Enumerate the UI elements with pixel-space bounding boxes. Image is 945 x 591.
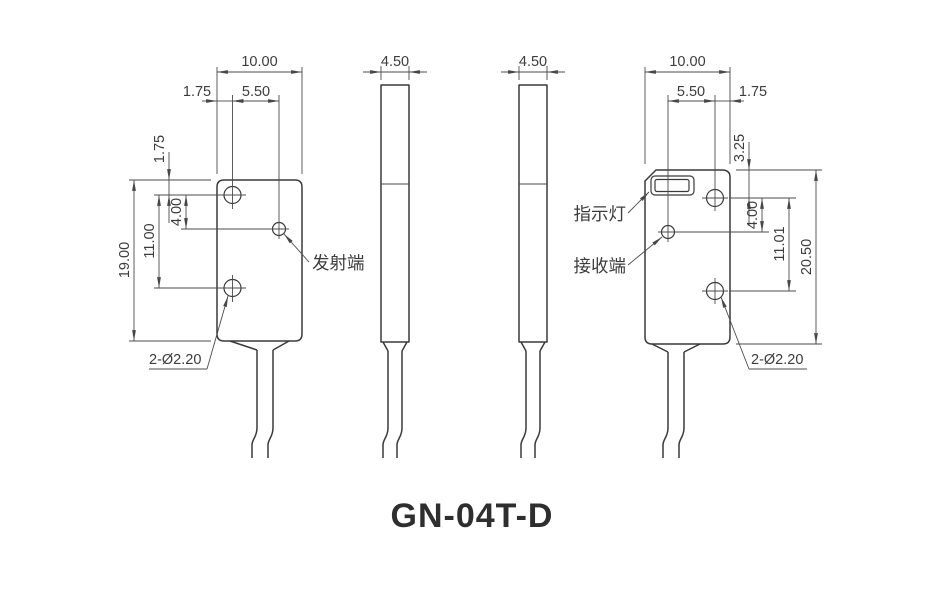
dim-receiver-hole-span: 11.01 <box>772 226 788 261</box>
dim-emitter-top-hole: 1.75 <box>152 135 168 163</box>
dim-side-left-width: 4.50 <box>381 54 409 70</box>
dim-receiver-holes-callout: 2-Ø2.20 <box>751 352 803 368</box>
dim-emitter-lens-offset: 5.50 <box>242 84 270 100</box>
led-indicator <box>650 175 695 196</box>
receiver-body-outline <box>644 169 731 345</box>
receiver-front-view: 10.00 5.50 1.75 3.25 4.00 11.01 20.50 2-… <box>574 54 822 458</box>
side-right-body-outline <box>518 84 548 343</box>
dim-side-right-width: 4.50 <box>519 54 547 70</box>
side-left-body-outline <box>380 84 410 343</box>
dim-emitter-holes-callout: 2-Ø2.20 <box>149 352 201 368</box>
emitter-body-outline <box>216 179 303 342</box>
dim-receiver-top-hole: 3.25 <box>732 134 748 162</box>
emitter-features <box>219 182 289 302</box>
dim-emitter-width: 10.00 <box>241 54 277 70</box>
emitter-label: 发射端 <box>312 253 365 273</box>
dim-receiver-lens-offset: 5.50 <box>677 84 705 100</box>
dim-emitter-height: 19.00 <box>117 242 133 278</box>
led-label: 指示灯 <box>574 204 627 224</box>
side-view-right: 4.50 <box>501 54 565 458</box>
receiver-label: 接收端 <box>574 256 627 276</box>
side-left-dimension-lines <box>363 66 427 80</box>
receiver-dimension-lines <box>627 67 822 370</box>
side-right-cable <box>520 341 546 458</box>
receiver-features <box>658 185 728 304</box>
dim-receiver-height: 20.50 <box>799 239 815 275</box>
receiver-cable <box>651 343 701 458</box>
dim-receiver-width: 10.00 <box>669 54 705 70</box>
emitter-cable <box>229 340 290 458</box>
dim-receiver-hole-offset: 1.75 <box>739 84 767 100</box>
emitter-front-view: 10.00 1.75 5.50 1.75 4.00 11.00 19.00 2-… <box>117 54 365 458</box>
side-left-cable <box>382 341 408 458</box>
side-right-dimension-lines <box>501 66 565 80</box>
dim-emitter-lens-drop: 4.00 <box>169 198 185 226</box>
emitter-dimension-lines <box>129 67 310 370</box>
side-view-left: 4.50 <box>363 54 427 458</box>
dim-emitter-hole-span: 11.00 <box>142 223 158 258</box>
dim-receiver-lens-drop: 4.00 <box>745 201 761 229</box>
dim-emitter-hole-offset: 1.75 <box>183 84 211 100</box>
drawing-title: GN-04T-D <box>391 497 554 535</box>
